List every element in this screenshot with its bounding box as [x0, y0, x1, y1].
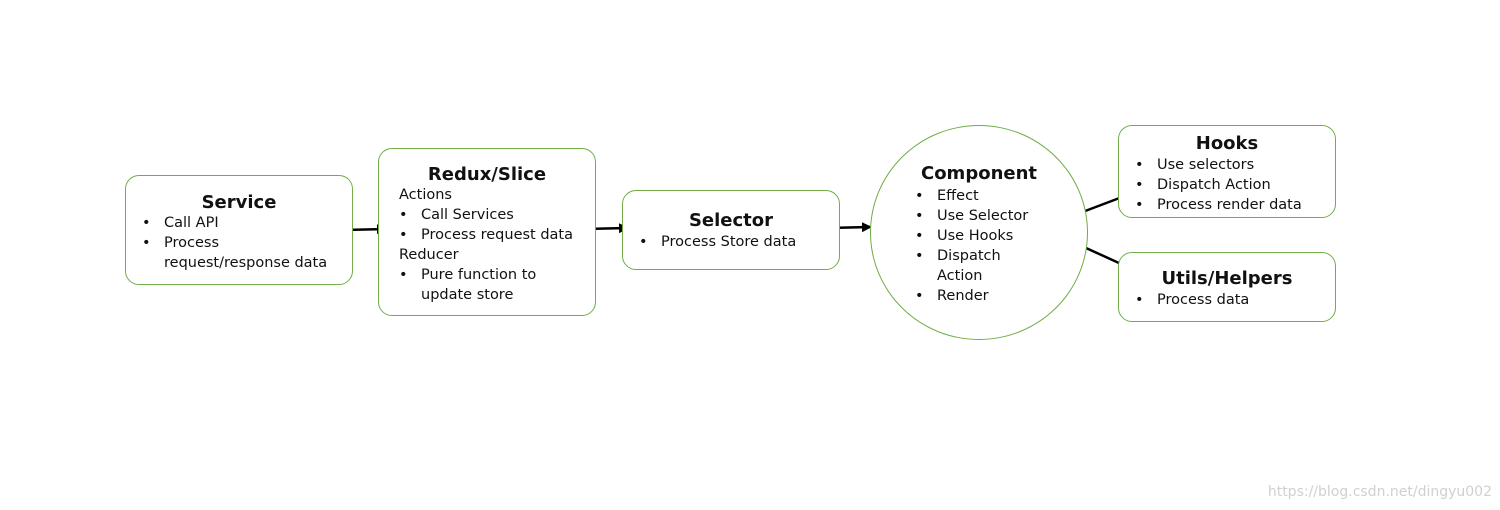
redux-slice-node: Redux/Slice Actions Call Services Proces… — [378, 148, 596, 316]
component-line-text: Use Hooks — [937, 228, 1014, 244]
utils-helpers-line-text: Process data — [1157, 292, 1250, 308]
watermark: https://blog.csdn.net/dingyu002 — [1267, 484, 1492, 500]
component-line-text: Render — [937, 288, 989, 304]
component-line-text: Use Selector — [937, 208, 1029, 224]
service-line-text: request/response data — [164, 255, 328, 271]
service-line-text: Call API — [164, 215, 219, 231]
component-line-text: Action — [937, 268, 983, 284]
component-line-text: Effect — [937, 188, 979, 204]
component-line-text: Dispatch — [937, 248, 1001, 264]
component-node-title: Component — [920, 163, 1038, 184]
utils-helpers-node-title: Utils/Helpers — [1161, 268, 1293, 289]
redux-slice-line-text: Pure function to — [421, 267, 537, 283]
service-node: Service Call API Process request/respons… — [125, 175, 353, 285]
selector-node-title: Selector — [688, 210, 774, 231]
component-node: Component Effect Use Selector Use Hooks … — [870, 125, 1088, 340]
hooks-line-text: Use selectors — [1157, 157, 1255, 173]
redux-slice-line-text: update store — [421, 287, 514, 303]
hooks-line-text: Dispatch Action — [1157, 177, 1271, 193]
service-node-title: Service — [201, 192, 277, 213]
redux-slice-line-text: Process request data — [421, 227, 574, 243]
redux-slice-line-text: Reducer — [399, 247, 459, 263]
hooks-node-title: Hooks — [1195, 133, 1259, 154]
redux-slice-line-text: Actions — [399, 187, 452, 203]
selector-node: Selector Process Store data — [622, 190, 840, 270]
service-line-text: Process — [164, 235, 220, 251]
hooks-node: Hooks Use selectors Dispatch Action Proc… — [1118, 125, 1336, 218]
hooks-line-text: Process render data — [1157, 197, 1302, 213]
utils-helpers-node: Utils/Helpers Process data — [1118, 252, 1336, 322]
selector-line-text: Process Store data — [661, 234, 797, 250]
redux-slice-node-title: Redux/Slice — [427, 164, 547, 185]
redux-slice-line-text: Call Services — [421, 207, 514, 223]
